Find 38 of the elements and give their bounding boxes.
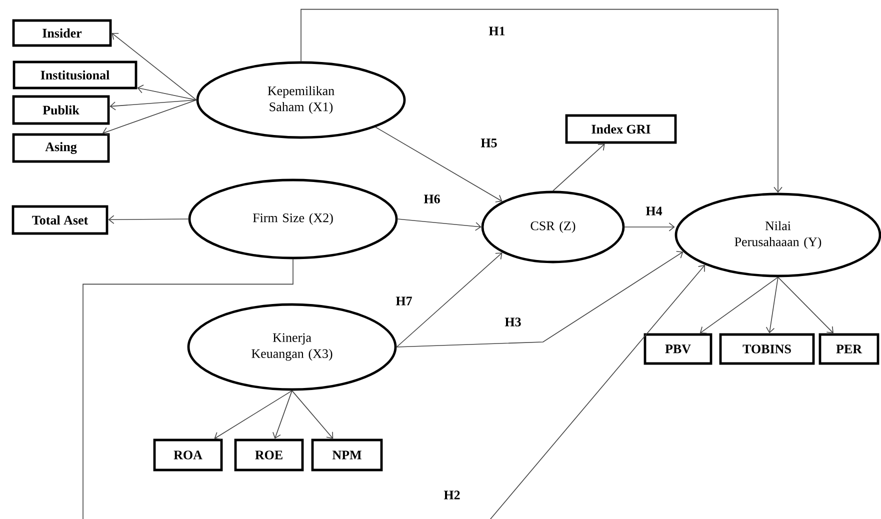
arrow [214,390,292,440]
arrow [375,126,502,202]
edge-label: H1 [488,26,506,36]
indicator-box: Index GRI [565,114,677,144]
indicator-box: Publik [12,95,110,125]
indicator-box: PBV [644,333,712,365]
indicator-box: ROE [234,438,304,472]
arrow [137,84,197,100]
arrow [108,215,189,224]
arrow [700,276,778,334]
arrow [778,276,834,334]
arrow [292,390,334,439]
arrow [766,276,778,334]
arrow [397,218,482,231]
indicator-box: Institusional [12,60,138,90]
edge-label: H4 [644,206,664,216]
arrow [82,258,706,519]
arrow [396,251,684,348]
indicator-box: Total Aset [12,205,108,235]
arrow [396,252,502,348]
edge-label: H2 [442,490,462,500]
arrow [272,390,292,439]
indicator-box: NPM [311,438,383,472]
arrow [112,32,197,100]
edge-label: H6 [422,194,442,204]
edge-label: H3 [504,316,522,328]
edge-label: H5 [480,138,498,148]
arrow [624,222,675,232]
arrow [102,100,197,136]
arrow [300,8,782,193]
indicator-box: Insider [12,19,112,47]
arrow [110,100,197,110]
indicator-box: Asing [12,133,110,163]
indicator-box: PER [818,333,880,365]
indicator-box: TOBINS [719,333,815,365]
arrow [552,144,605,192]
edge-label: H7 [394,296,414,306]
indicator-box: ROA [153,438,223,472]
